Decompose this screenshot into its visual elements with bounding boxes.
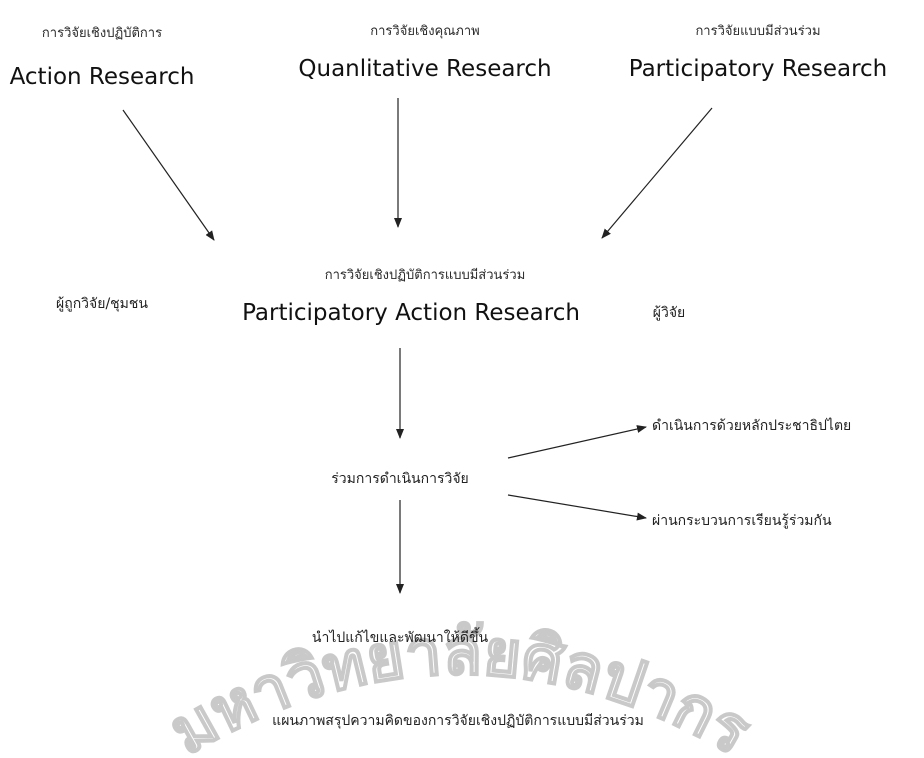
action-research-label: Action Research	[9, 64, 195, 90]
arrow-action-to-par	[122, 109, 215, 241]
qualitative-research-label: Quanlitative Research	[298, 56, 552, 82]
par-label: Participatory Action Research	[242, 300, 580, 326]
arrow-participatory-to-par	[601, 107, 713, 239]
learning-branch: ผ่านกระบวนการเรียนรู้ร่วมกัน	[652, 513, 832, 529]
par-thai-label: การวิจัยเชิงปฏิบัติการแบบมีส่วนร่วม	[324, 268, 526, 283]
improvement-result: นำไปแก้ไขและพัฒนาให้ดีขึ้น	[311, 630, 489, 646]
arrow-step-to-learning	[507, 494, 647, 521]
qualitative-research-thai-label: การวิจัยเชิงคุณภาพ	[370, 24, 480, 39]
action-research-thai-label: การวิจัยเชิงปฏิบัติการ	[41, 26, 163, 41]
figure-caption: แผนภาพสรุปความคิดของการวิจัยเชิงปฏิบัติก…	[272, 713, 644, 729]
participatory-research-label: Participatory Research	[628, 56, 888, 82]
researcher-label: ผู้วิจัย	[652, 305, 686, 321]
democracy-branch: ดำเนินการด้วยหลักประชาธิปไตย	[652, 418, 852, 434]
joint-research-step: ร่วมการดำเนินการวิจัย	[331, 471, 469, 487]
researched-community-label: ผู้ถูกวิจัย/ชุมชน	[56, 296, 148, 312]
arrow-step-to-democracy	[507, 425, 647, 459]
participatory-research-thai-label: การวิจัยแบบมีส่วนร่วม	[695, 24, 821, 39]
